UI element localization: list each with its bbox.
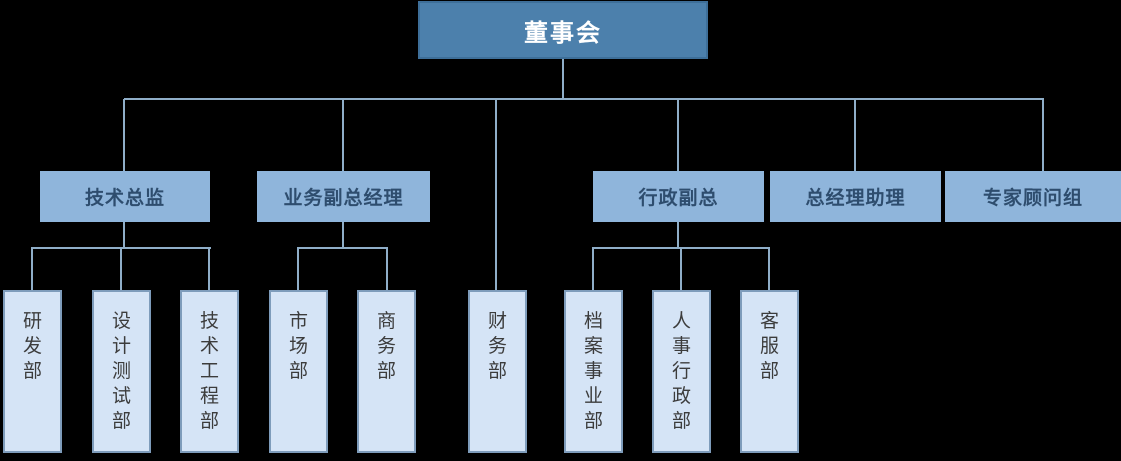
connector-drop-commerce-dept (386, 249, 388, 290)
node-business-deputy-gm-label: 业务副总经理 (283, 188, 404, 209)
node-expert-advisory-group-label: 专家顾问组 (982, 188, 1083, 209)
connector-drop-customer-service-dept (768, 249, 770, 290)
connector-drop-archives-dept (592, 249, 594, 290)
node-commerce-dept-label: 商务部 (376, 311, 396, 382)
node-expert-advisory-group: 专家顾问组 (945, 171, 1121, 222)
connector-tech-director-drop (123, 222, 125, 249)
node-marketing-dept: 市场部 (269, 290, 328, 453)
node-board: 董事会 (418, 1, 708, 59)
connector-business-deputy-drop (342, 222, 344, 249)
node-hr-admin-dept-label: 人事行政部 (671, 311, 691, 432)
connector-drop-admin-deputy (677, 99, 679, 171)
connector-tech-director-rail (31, 247, 211, 249)
node-commerce-dept: 商务部 (357, 290, 416, 453)
connector-drop-finance (495, 99, 497, 290)
connector-drop-tech-director (123, 99, 125, 171)
node-finance-dept: 财务部 (468, 290, 527, 453)
node-rd-dept-label: 研发部 (22, 311, 42, 382)
connector-root-drop (562, 59, 564, 99)
node-archives-dept: 档案事业部 (564, 290, 623, 453)
node-design-testing-dept: 设计测试部 (92, 290, 151, 453)
connector-drop-rd-dept (31, 249, 33, 290)
connector-drop-gm-assistant (854, 99, 856, 171)
node-tech-engineering-dept: 技术工程部 (180, 290, 239, 453)
node-customer-service-dept: 客服部 (740, 290, 799, 453)
connector-drop-expert-group (1042, 99, 1044, 171)
connector-business-deputy-rail (297, 247, 388, 249)
node-business-deputy-gm: 业务副总经理 (257, 171, 430, 222)
node-hr-admin-dept: 人事行政部 (652, 290, 711, 453)
connector-drop-design-testing-dept (120, 249, 122, 290)
connector-admin-deputy-drop (677, 222, 679, 249)
node-tech-director-label: 技术总监 (84, 188, 165, 209)
node-admin-deputy-gm: 行政副总 (593, 171, 764, 222)
node-board-label: 董事会 (524, 19, 602, 47)
connector-drop-marketing-dept (297, 249, 299, 290)
connector-level2-rail (124, 98, 1044, 100)
node-design-testing-dept-label: 设计测试部 (111, 311, 131, 432)
node-marketing-dept-label: 市场部 (288, 311, 308, 382)
connector-drop-business-deputy (342, 99, 344, 171)
node-gm-assistant: 总经理助理 (770, 171, 941, 222)
node-tech-engineering-dept-label: 技术工程部 (199, 311, 219, 432)
connector-drop-hr-admin-dept (680, 249, 682, 290)
node-archives-dept-label: 档案事业部 (583, 311, 603, 432)
node-gm-assistant-label: 总经理助理 (805, 188, 906, 209)
connector-drop-tech-engineering-dept (208, 249, 210, 290)
node-tech-director: 技术总监 (40, 171, 210, 222)
node-rd-dept: 研发部 (3, 290, 62, 453)
node-finance-dept-label: 财务部 (487, 311, 507, 382)
node-admin-deputy-gm-label: 行政副总 (638, 188, 719, 209)
connector-admin-deputy-rail (592, 247, 770, 249)
node-customer-service-dept-label: 客服部 (759, 311, 779, 382)
